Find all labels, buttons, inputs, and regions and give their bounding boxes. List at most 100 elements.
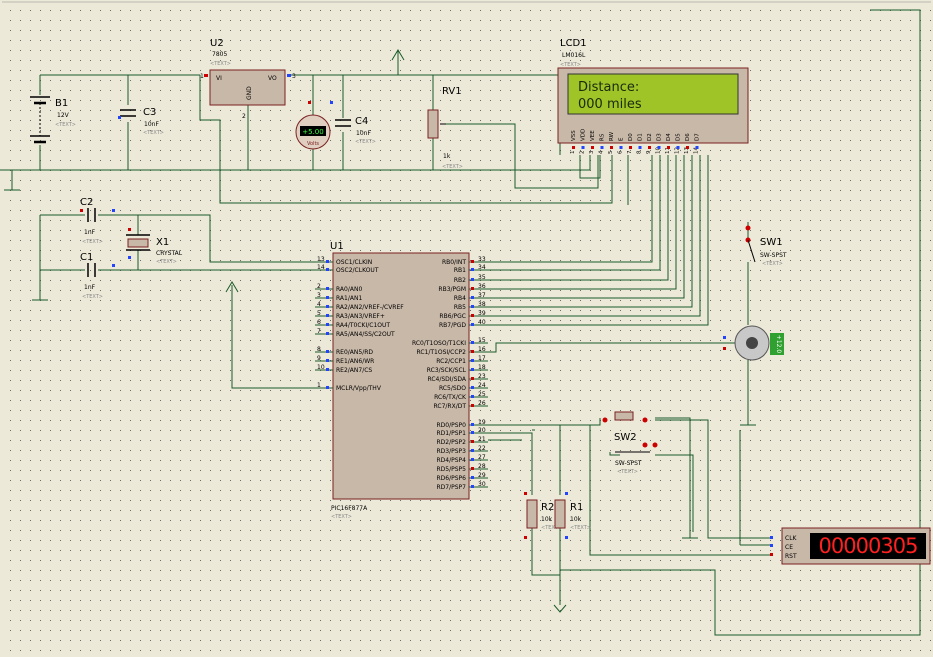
b1-ref: B1 <box>55 98 68 109</box>
u1-pin-number: 19 <box>478 419 486 426</box>
lcd-pin-name: VDD <box>581 129 587 141</box>
u1-pin-marker <box>471 268 474 271</box>
switch-sw1[interactable]: SW1 SW-SPST <TEXT> <box>745 225 787 268</box>
lcd-pin-name: D2 <box>647 133 653 141</box>
r2-value: 10k <box>541 516 553 523</box>
u1-pin-number: 18 <box>478 364 486 371</box>
u1-pin-name: MCLR/Vpp/THV <box>336 385 382 392</box>
u1-left-pins: OSC1/CLKIN13OSC2/CLKOUT14RA0/AN02RA1/AN1… <box>315 256 404 392</box>
capacitor-c2[interactable]: C2 1nF <TEXT> <box>80 197 115 245</box>
lcd-module[interactable]: LCD1 LM016L <TEXT> Distance: 000 miles V… <box>557 38 749 154</box>
u1-pin-number: 7 <box>317 328 321 335</box>
u1-ref: U1 <box>330 241 344 252</box>
r2-text: <TEXT> <box>541 525 562 531</box>
lcd-pin-marker <box>676 146 680 149</box>
u1-pin-marker <box>326 350 329 353</box>
u1-pin-marker <box>471 458 474 461</box>
microcontroller-u1[interactable]: U1 PIC16F877A <TEXT> OSC1/CLKIN13OSC2/CL… <box>315 241 488 520</box>
sw1-text: <TEXT> <box>762 261 783 267</box>
lcd-pin-name: D5 <box>676 133 682 141</box>
counter-timer[interactable]: 00000305 CLK CE RST <box>770 527 931 565</box>
capacitor-c3[interactable]: C3 10nF <TEXT> <box>118 107 164 136</box>
u1-pin-number: 22 <box>478 445 486 452</box>
u1-pin-name: RE2/AN7/CS <box>336 367 372 374</box>
lcd-pin-marker <box>657 146 661 149</box>
u1-pin-name: RD4/PSP4 <box>437 457 467 464</box>
u2-value: 7805 <box>212 51 227 58</box>
u1-pin-name: RB5 <box>454 304 466 311</box>
c2-ref: C2 <box>80 197 93 208</box>
u1-pin-number: 1 <box>317 382 321 389</box>
lcd-pin-number: 7 <box>627 150 633 154</box>
battery-b1[interactable]: B1 12V <TEXT> <box>30 96 76 144</box>
sw2-value: SW-SPST <box>615 460 642 467</box>
u1-pin-number: 25 <box>478 391 486 398</box>
u1-pin-name: RB2 <box>454 277 466 284</box>
u1-pin-name: RB4 <box>454 295 466 302</box>
u1-pin-marker <box>471 467 474 470</box>
u1-pin-marker <box>471 287 474 290</box>
u1-pin-marker <box>471 305 474 308</box>
sw2-text: <TEXT> <box>617 469 638 475</box>
switch-sw2[interactable]: SW2 SW-SPST <TEXT> <box>602 411 658 475</box>
x1-text: <TEXT> <box>156 259 177 265</box>
dc-motor-icon[interactable]: +12.0 <box>723 325 784 361</box>
regulator-u2[interactable]: U2 7805 <TEXT> VI VO GND 1 3 2 <box>200 38 296 120</box>
sw2-ref: SW2 <box>614 432 637 443</box>
u1-pin-number: 26 <box>478 400 486 407</box>
ground-icon <box>4 189 756 539</box>
c4-text: <TEXT> <box>355 139 376 145</box>
c1-value: 1nF <box>84 284 96 291</box>
dc-voltmeter-icon[interactable]: +5.00 Volts <box>295 101 333 150</box>
u1-pin-name: RA2/AN2/VREF-/CVREF <box>336 304 404 311</box>
crystal-x1[interactable]: X1 CRYSTAL <TEXT> <box>126 228 183 265</box>
voltmeter-unit: Volts <box>307 141 319 147</box>
lcd-pin-number: 10 <box>656 147 662 154</box>
u1-pin-marker <box>471 476 474 479</box>
u1-pin-number: 3 <box>317 292 321 299</box>
lcd-pin-number: 14 <box>694 147 700 154</box>
counter-pin-ce: CE <box>785 544 793 551</box>
u1-pin-name: RC5/SDO <box>439 385 466 392</box>
u1-pin-number: 20 <box>478 427 486 434</box>
lcd-pin-number: 13 <box>684 147 690 154</box>
u1-pin-number: 28 <box>478 463 486 470</box>
resistor-r2[interactable]: R2 10k <TEXT> <box>524 492 562 539</box>
rv1-value: 1k <box>443 153 451 160</box>
b1-text: <TEXT> <box>55 122 76 128</box>
u1-text: <TEXT> <box>331 514 352 520</box>
u1-pin-number: 4 <box>317 301 321 308</box>
rv1-ref: RV1 <box>442 86 462 97</box>
rv1-text: <TEXT> <box>442 164 463 170</box>
r1-text: <TEXT> <box>570 525 591 531</box>
lcd-pin-marker <box>619 146 623 149</box>
u2-p2: 2 <box>242 113 246 120</box>
lcd-pin-marker <box>572 146 575 149</box>
lcd-pin-name: D3 <box>657 133 663 141</box>
u1-pin-name: RC4/SDI/SDA <box>427 376 466 383</box>
x1-ref: X1 <box>156 237 169 248</box>
u1-pin-name: RB3/PGM <box>438 286 466 293</box>
u1-pin-name: RA3/AN3/VREF+ <box>336 313 385 320</box>
lcd-pin-name: D7 <box>695 133 701 141</box>
u1-pin-number: 24 <box>478 382 486 389</box>
lcd-pin-marker <box>686 146 689 149</box>
u1-pin-marker <box>471 404 474 407</box>
u2-pin-gnd: GND <box>246 86 253 100</box>
c4-ref: C4 <box>355 116 368 127</box>
lcd-line1: Distance: <box>578 80 639 95</box>
potentiometer-rv1[interactable]: RV1 1k <TEXT> <box>427 86 463 170</box>
u1-pin-number: 40 <box>478 319 486 326</box>
u1-pin-marker <box>471 440 474 443</box>
lcd-pin-number: 3 <box>589 150 595 154</box>
u1-pin-name: RE0/AN5/RD <box>336 349 373 356</box>
capacitor-c4[interactable]: C4 10nF <TEXT> <box>335 116 376 145</box>
resistor-r1[interactable]: R1 10k <TEXT> <box>554 492 591 539</box>
u1-pin-name: RC0/T1OSO/T1CKI <box>412 340 466 347</box>
capacitor-c1[interactable]: C1 1nF <TEXT> <box>80 252 115 300</box>
u1-pin-marker <box>471 395 474 398</box>
u1-pin-number: 36 <box>478 283 486 290</box>
u1-pin-number: 16 <box>478 346 486 353</box>
u1-pin-number: 13 <box>317 256 325 263</box>
lcd-pin-number: 9 <box>646 150 652 154</box>
